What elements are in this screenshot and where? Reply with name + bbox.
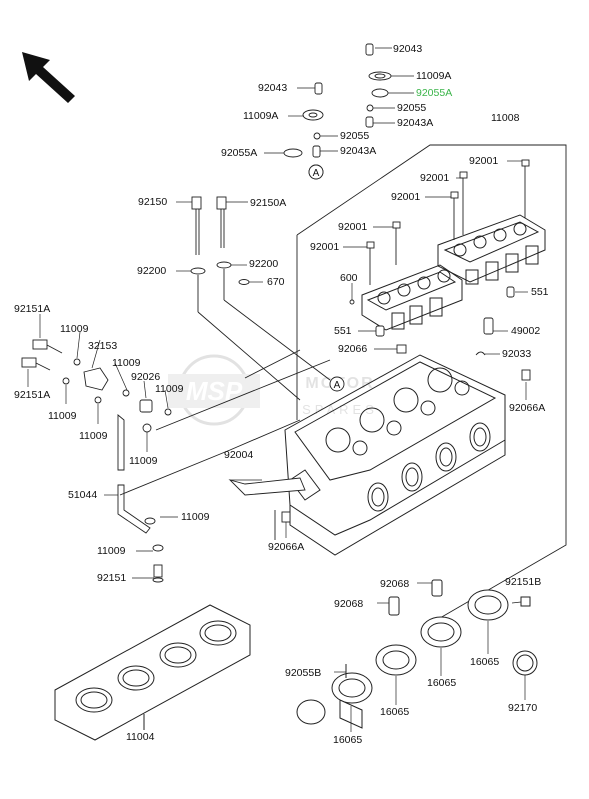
part-label-92150: 92150 [138, 196, 168, 208]
part-label-92151a: 92151A [14, 303, 51, 315]
part-label-11009: 11009 [181, 511, 210, 523]
svg-text:A: A [313, 168, 320, 179]
part-label-92026: 92026 [131, 371, 161, 383]
leader-lines [119, 349, 331, 540]
top-oil-fittings [283, 43, 392, 180]
part-label-551: 551 [334, 325, 352, 337]
watermark-logo-text: MSP [186, 376, 243, 406]
part-label-92055: 92055 [397, 102, 427, 114]
part-label-600: 600 [340, 272, 358, 284]
cylinder-head-body [284, 354, 506, 556]
head-gasket [54, 604, 251, 741]
part-label-11009a: 11009A [243, 110, 279, 122]
svg-text:A: A [334, 380, 341, 391]
part-label-92200: 92200 [137, 265, 167, 277]
part-label-11009a: 11009A [416, 70, 452, 82]
part-label-51044: 51044 [68, 489, 98, 501]
part-label-11009: 11009 [97, 545, 126, 557]
part-label-92033: 92033 [502, 348, 532, 360]
watermark-sub-2: SPARES [302, 402, 378, 417]
intake-holders [296, 579, 538, 729]
oil-pipe-assembly [21, 339, 306, 583]
part-label-92068: 92068 [334, 598, 364, 610]
part-label-92043a: 92043A [397, 117, 434, 129]
part-label-92150a: 92150A [250, 197, 287, 209]
part-label-11009: 11009 [79, 430, 108, 442]
part-label-11004: 11004 [126, 731, 155, 743]
label-leaders [27, 47, 528, 732]
part-label-92151a: 92151A [14, 389, 51, 401]
part-label-670: 670 [267, 276, 285, 288]
part-label-92001: 92001 [391, 191, 421, 203]
msp-watermark: MSP MOTOR SPARES [168, 354, 378, 426]
camshaft-holder-left [361, 264, 463, 331]
part-label-92004: 92004 [224, 449, 254, 461]
part-label-92043: 92043 [393, 43, 423, 55]
head-bolts-92150 [190, 196, 331, 401]
front-direction-arrow [22, 52, 75, 103]
part-label-92001: 92001 [338, 221, 368, 233]
part-label-92151b: 92151B [505, 576, 542, 588]
part-label-92001: 92001 [420, 172, 450, 184]
part-label-92055a-highlight: 92055A [416, 87, 453, 99]
part-label-11009: 11009 [60, 323, 89, 335]
part-label-16065: 16065 [470, 656, 500, 668]
part-label-11009: 11009 [112, 357, 141, 369]
small-fittings [349, 286, 531, 381]
bolt-92001-group [366, 159, 530, 285]
part-label-92043: 92043 [258, 82, 288, 94]
part-label-92055b: 92055B [285, 667, 322, 679]
part-label-11009: 11009 [129, 455, 158, 467]
ref-circle-a-top: A [308, 164, 324, 180]
part-label-11008: 11008 [491, 112, 520, 124]
part-label-92055: 92055 [340, 130, 370, 142]
part-label-92066a: 92066A [268, 541, 305, 553]
part-label-32153: 32153 [88, 340, 118, 352]
head-assembly-outline [296, 144, 567, 619]
part-label-92066: 92066 [338, 343, 368, 355]
part-label-92043a: 92043A [340, 145, 377, 157]
part-label-92068: 92068 [380, 578, 410, 590]
part-label-551: 551 [531, 286, 549, 298]
part-label-92001: 92001 [310, 241, 340, 253]
part-label-11009: 11009 [48, 410, 77, 422]
part-label-11009: 11009 [155, 383, 184, 395]
part-label-92200: 92200 [249, 258, 279, 270]
part-label-92001: 92001 [469, 155, 499, 167]
part-label-16065: 16065 [427, 677, 457, 689]
part-label-16065: 16065 [380, 706, 410, 718]
part-label-92055a: 92055A [221, 147, 258, 159]
part-label-92151: 92151 [97, 572, 127, 584]
ref-circle-a-head: A [329, 376, 345, 392]
part-label-16065: 16065 [333, 734, 363, 746]
part-label-92170: 92170 [508, 702, 538, 714]
part-label-92066a: 92066A [509, 402, 546, 414]
part-label-49002: 49002 [511, 325, 541, 337]
